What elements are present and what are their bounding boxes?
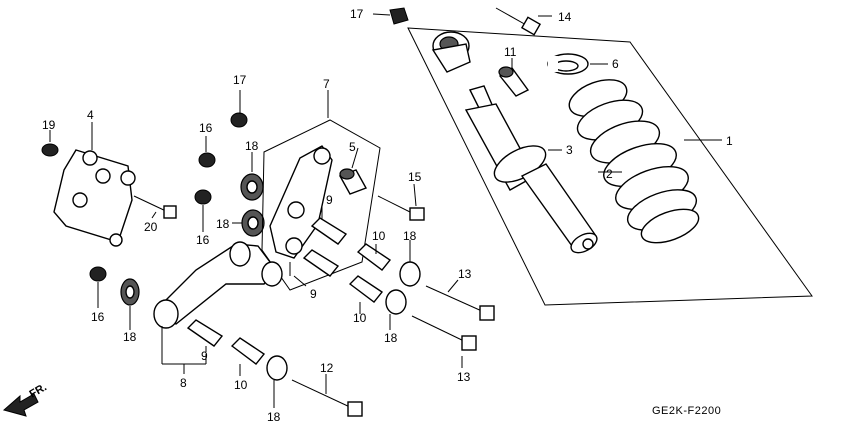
callout-17-left: 17	[233, 73, 247, 87]
callout-13-b: 13	[457, 370, 471, 384]
callout-3: 3	[566, 143, 573, 157]
callout-16-b: 16	[196, 233, 210, 247]
callout-1: 1	[726, 134, 733, 148]
callout-labels: 17 14 11 6 1 3 2 7 17 16 18 5 19 4 18 9 …	[42, 7, 733, 424]
callout-10-c: 10	[234, 378, 248, 392]
callout-16-c: 16	[91, 310, 105, 324]
collars-9	[186, 217, 348, 347]
front-arrow-label: FR.	[28, 381, 49, 400]
bolt-13-b	[411, 315, 477, 351]
callout-18-d: 18	[384, 331, 398, 345]
collar-11	[498, 66, 530, 97]
collar-5	[338, 168, 368, 195]
callout-4: 4	[87, 108, 94, 122]
nut-16-b	[194, 189, 212, 205]
callout-14: 14	[558, 10, 572, 24]
callout-12: 12	[320, 361, 334, 375]
spring	[568, 79, 700, 244]
callout-18-a: 18	[245, 139, 259, 153]
callout-9-b: 9	[310, 287, 317, 301]
link-7-outline	[261, 119, 381, 291]
bolt-12	[291, 379, 363, 417]
spring-seat	[547, 53, 589, 75]
callout-9-a: 9	[326, 193, 333, 207]
front-direction-arrow: FR.	[2, 381, 49, 417]
shock-absorber	[431, 31, 598, 254]
callout-18-f: 18	[267, 410, 281, 424]
callout-17-top: 17	[350, 7, 364, 21]
callout-18-e: 18	[123, 330, 137, 344]
callout-2: 2	[606, 167, 613, 181]
callout-9-c: 9	[201, 349, 208, 363]
shock-assembly-outline	[407, 27, 813, 306]
bolt-14	[495, 7, 542, 36]
nut-17-left	[230, 112, 248, 128]
bolt-20	[133, 195, 177, 219]
callout-20: 20	[144, 220, 158, 234]
callout-18-b: 18	[216, 217, 230, 231]
callout-15: 15	[408, 170, 422, 184]
callout-11: 11	[504, 45, 517, 59]
leader-lines	[49, 13, 722, 408]
nut-19	[41, 143, 59, 157]
callout-7: 7	[323, 77, 330, 91]
callout-10-a: 10	[372, 229, 386, 243]
nut-16-c	[89, 266, 107, 282]
callout-19: 19	[42, 118, 56, 132]
diagram-code: GE2K-F2200	[652, 405, 721, 417]
callout-6: 6	[612, 57, 619, 71]
bolt-13-a	[425, 285, 495, 321]
callout-10-b: 10	[353, 311, 367, 325]
bracket-4	[53, 149, 136, 247]
link-7	[269, 145, 333, 259]
arm-8	[153, 241, 283, 329]
callout-5: 5	[349, 140, 356, 154]
nut-17-top	[389, 7, 409, 25]
callout-16-a: 16	[199, 121, 213, 135]
callout-18-c: 18	[403, 229, 417, 243]
collars-10	[230, 243, 392, 365]
washers-18	[120, 173, 421, 381]
nut-16-a	[198, 152, 216, 168]
bolt-15	[377, 195, 425, 221]
callout-13-a: 13	[458, 267, 472, 281]
callout-8: 8	[180, 376, 187, 390]
